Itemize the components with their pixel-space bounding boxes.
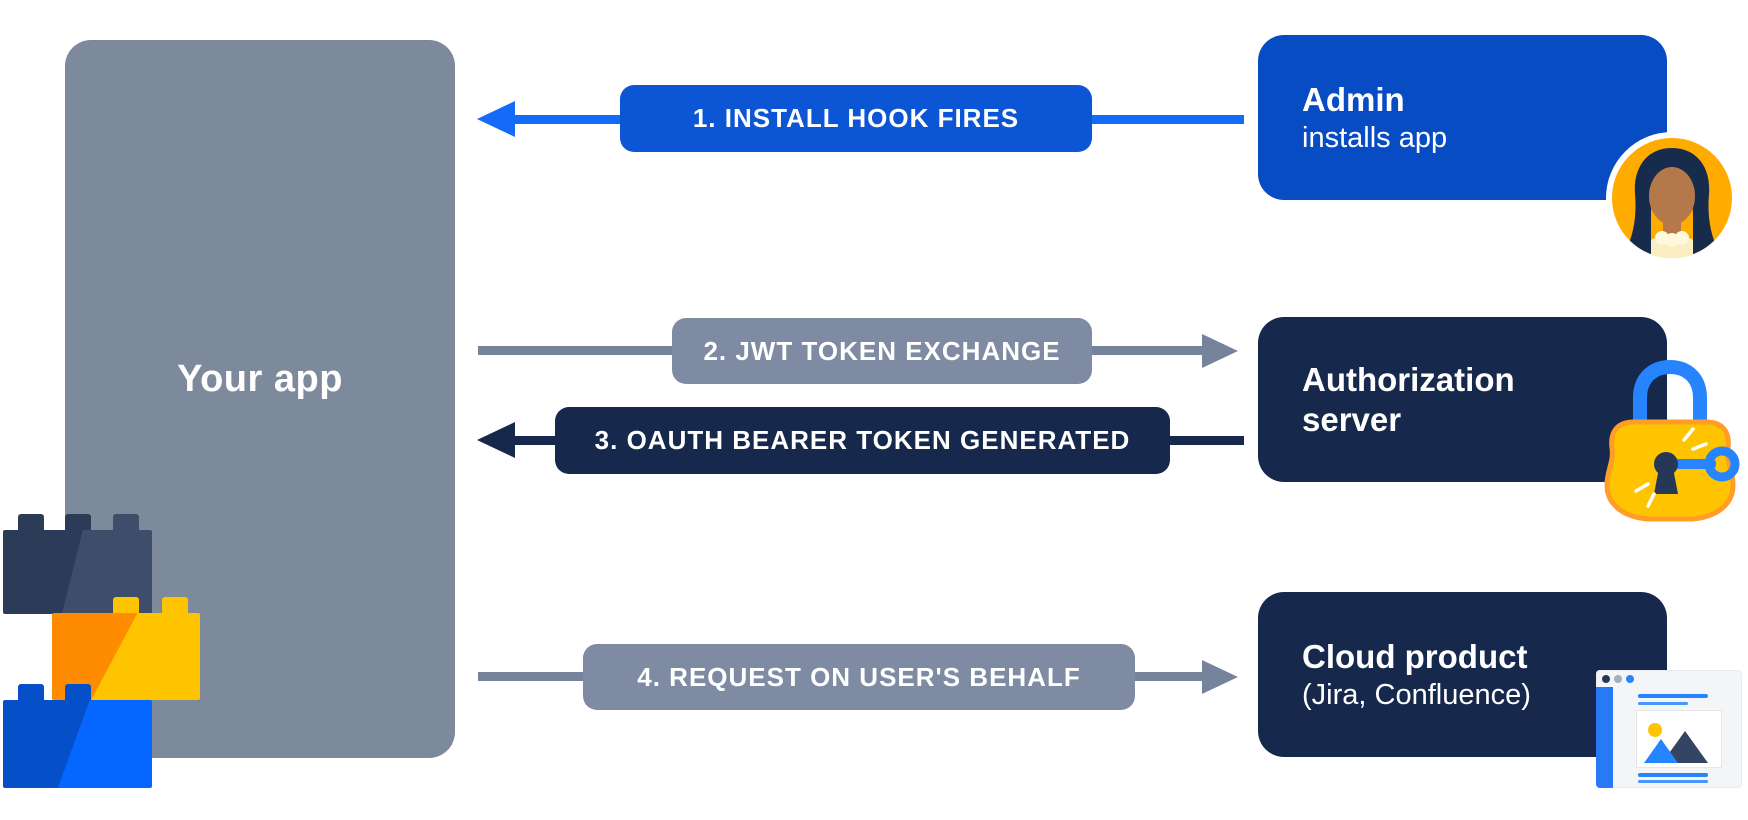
mountain-icon xyxy=(1644,739,1678,763)
lego-brick-stud xyxy=(18,514,44,531)
step-label-jwt-exchange: 2. JWT TOKEN EXCHANGE xyxy=(672,318,1092,384)
image-placeholder xyxy=(1636,710,1722,768)
lego-brick-stud xyxy=(162,597,188,614)
browser-sidebar xyxy=(1596,687,1613,788)
lego-brick-stud xyxy=(18,684,44,701)
arrow-left-icon xyxy=(477,101,515,137)
step-label-install-hook: 1. INSTALL HOOK FIRES xyxy=(620,85,1092,152)
step-label-request-behalf: 4. REQUEST ON USER'S BEHALF xyxy=(583,644,1135,710)
woman-avatar-icon xyxy=(1606,132,1738,264)
cloud-product-subtitle: (Jira, Confluence) xyxy=(1302,678,1531,711)
arrow-left-icon xyxy=(477,422,515,458)
lego-brick-stud xyxy=(65,684,91,701)
text-line xyxy=(1638,702,1688,705)
sun-icon xyxy=(1648,723,1662,737)
authorization-server-title: Authorization server xyxy=(1302,360,1515,438)
padlock-key-icon xyxy=(1596,358,1746,524)
your-app-label: Your app xyxy=(177,358,343,400)
browser-window-icon xyxy=(1596,670,1742,788)
arrow-right-icon xyxy=(1202,334,1238,368)
lego-brick-stud xyxy=(113,597,139,614)
text-line xyxy=(1638,773,1708,777)
lego-brick-stud xyxy=(113,514,139,531)
arrow-right-icon xyxy=(1202,660,1238,694)
text-line xyxy=(1638,780,1708,783)
text-line xyxy=(1638,694,1708,698)
cloud-product-title: Cloud product xyxy=(1302,637,1528,675)
window-dot-icon xyxy=(1626,675,1634,683)
step-label-oauth-bearer: 3. OAUTH BEARER TOKEN GENERATED xyxy=(555,407,1170,474)
admin-subtitle: installs app xyxy=(1302,121,1448,154)
admin-title: Admin xyxy=(1302,80,1405,118)
lego-brick-blue xyxy=(3,700,152,788)
admin-box: Admin installs app xyxy=(1258,35,1667,200)
lego-brick-stud xyxy=(65,514,91,531)
authorization-server-box: Authorization server xyxy=(1258,317,1667,482)
window-dot-icon xyxy=(1602,675,1610,683)
window-dot-icon xyxy=(1614,675,1622,683)
